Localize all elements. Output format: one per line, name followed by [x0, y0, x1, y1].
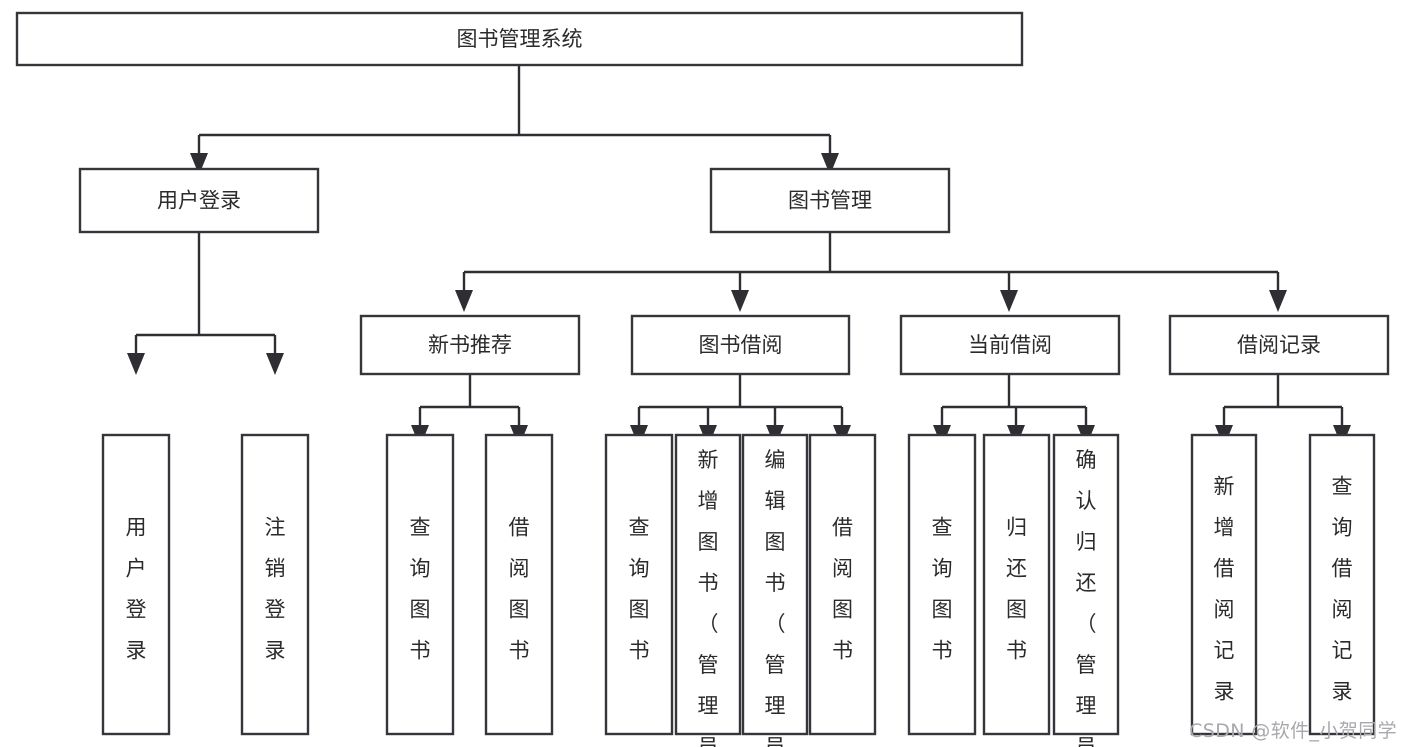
- leaf-label-leaf-borrow-book-recommend: 借阅图书: [509, 515, 530, 662]
- leaf-label-leaf-query-borrow-record: 查询借阅记录: [1332, 474, 1353, 703]
- leaf-node-leaf-add-book-admin[interactable]: 新增图书（管理员）: [674, 433, 742, 747]
- connector-edges-layer: [127, 65, 1351, 447]
- node-new-book-recommend[interactable]: 新书推荐: [359, 314, 581, 376]
- leaf-label-leaf-query-book-borrow: 查询图书: [629, 515, 650, 662]
- leaf-label-leaf-logout: 注销登录: [265, 515, 286, 662]
- leaf-node-leaf-borrow-book-recommend[interactable]: 借阅图书: [484, 433, 554, 736]
- leaf-node-leaf-query-book-borrow[interactable]: 查询图书: [604, 433, 674, 736]
- node-label-book-borrow: 图书借阅: [699, 333, 783, 357]
- leaf-label-leaf-add-borrow-record: 新增借阅记录: [1214, 474, 1235, 703]
- node-label-borrow-record: 借阅记录: [1237, 333, 1321, 357]
- leaf-node-leaf-return-book[interactable]: 归还图书: [982, 433, 1051, 736]
- node-label-new-book-recommend: 新书推荐: [428, 333, 512, 357]
- node-user-login[interactable]: 用户登录: [78, 167, 320, 234]
- leaf-label-leaf-borrow-book: 借阅图书: [832, 515, 853, 662]
- node-root[interactable]: 图书管理系统: [15, 11, 1024, 67]
- node-label-root: 图书管理系统: [457, 27, 583, 51]
- nodes-layer: 图书管理系统用户登录图书管理新书推荐图书借阅当前借阅借阅记录用户登录注销登录查询…: [15, 11, 1390, 747]
- leaf-label-leaf-return-book: 归还图书: [1006, 515, 1027, 662]
- node-borrow-record[interactable]: 借阅记录: [1168, 314, 1390, 376]
- leaf-node-leaf-logout[interactable]: 注销登录: [240, 433, 310, 736]
- node-book-borrow[interactable]: 图书借阅: [630, 314, 851, 376]
- node-book-management[interactable]: 图书管理: [709, 167, 951, 234]
- leaf-node-leaf-query-borrow-record[interactable]: 查询借阅记录: [1308, 433, 1376, 736]
- csdn-watermark: CSDN @软件_小贺同学: [1189, 720, 1397, 742]
- leaf-node-leaf-user-login[interactable]: 用户登录: [101, 433, 171, 736]
- leaf-node-leaf-add-borrow-record[interactable]: 新增借阅记录: [1190, 433, 1258, 736]
- node-label-book-management: 图书管理: [788, 189, 872, 213]
- leaf-node-leaf-confirm-return-admin[interactable]: 确认归还（管理员）: [1052, 433, 1120, 747]
- leaf-label-leaf-user-login: 用户登录: [126, 515, 147, 662]
- leaf-label-leaf-confirm-return-admin: 确认归还（管理员）: [1076, 448, 1097, 747]
- connector-user-login: [127, 232, 284, 375]
- leaf-label-leaf-add-book-admin: 新增图书（管理员）: [698, 448, 719, 747]
- node-label-current-borrow: 当前借阅: [968, 333, 1052, 357]
- connector-root: [190, 65, 839, 175]
- leaf-node-leaf-query-book-current[interactable]: 查询图书: [907, 433, 977, 736]
- node-label-user-login: 用户登录: [157, 189, 241, 213]
- node-current-borrow[interactable]: 当前借阅: [899, 314, 1121, 376]
- leaf-label-leaf-edit-book-admin: 编辑图书（管理员）: [765, 448, 786, 747]
- leaf-node-leaf-borrow-book[interactable]: 借阅图书: [808, 433, 877, 736]
- leaf-node-leaf-query-book-recommend[interactable]: 查询图书: [385, 433, 455, 736]
- leaf-node-leaf-edit-book-admin[interactable]: 编辑图书（管理员）: [741, 433, 809, 747]
- leaf-label-leaf-query-book-current: 查询图书: [932, 515, 953, 662]
- leaf-label-leaf-query-book-recommend: 查询图书: [410, 515, 431, 662]
- connector-book-management: [455, 232, 1287, 312]
